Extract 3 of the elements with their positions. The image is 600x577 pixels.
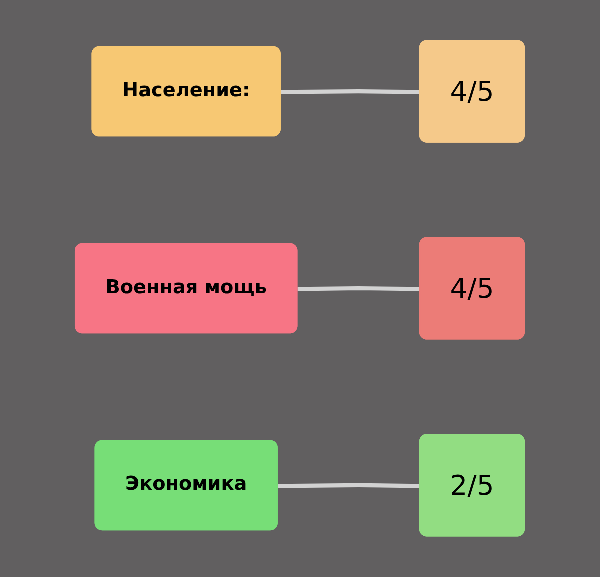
connector xyxy=(278,483,421,488)
connector xyxy=(280,90,421,94)
connector xyxy=(298,286,421,292)
